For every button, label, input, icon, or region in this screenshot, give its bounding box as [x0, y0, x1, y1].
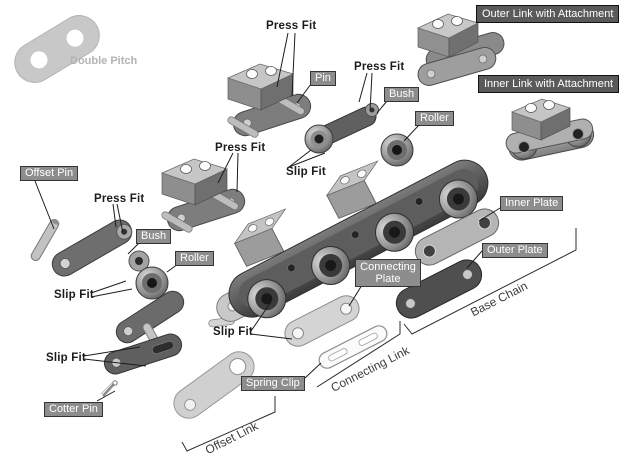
inner-plate-part — [414, 208, 500, 266]
bush-link-part-center — [304, 103, 379, 154]
inner-link-with-attachment-callout: Inner Link with Attachment — [478, 75, 620, 93]
outer-plate-part — [395, 259, 483, 319]
roller-part-center — [380, 133, 414, 167]
slip-fit-label-center-top: Slip Fit — [286, 166, 326, 178]
offset-pin-part — [30, 218, 60, 262]
slip-fit-label-center-bottom: Slip Fit — [213, 326, 253, 338]
bush-callout-right: Bush — [384, 87, 420, 102]
cranked-offset-link-part — [51, 219, 133, 277]
roller-callout-right: Roller — [415, 111, 454, 126]
inner-link-with-attachment-part — [505, 98, 595, 161]
press-fit-label-top: Press Fit — [266, 20, 317, 32]
double-pitch-plate — [14, 15, 100, 83]
press-fit-label-mid: Press Fit — [354, 61, 405, 73]
cotter-pin-part — [100, 380, 118, 397]
inner-plate-callout: Inner Plate — [500, 196, 564, 211]
outer-link-with-attachment-callout: Outer Link with Attachment — [476, 5, 620, 23]
leader-lines — [34, 32, 501, 402]
bush-part-left — [128, 250, 150, 272]
double-pitch-label: Double Pitch — [70, 55, 138, 67]
offset-pin-callout: Offset Pin — [20, 166, 79, 181]
offset-link-plate-part — [173, 351, 255, 419]
roller-part-left — [135, 266, 169, 300]
offset-link-clevis-part — [103, 290, 185, 375]
attachment-link-part-top-center — [226, 63, 312, 138]
press-fit-label-left: Press Fit — [94, 193, 145, 205]
chain-attachment-flange — [325, 160, 379, 219]
outer-plate-callout: Outer Plate — [482, 243, 548, 258]
cotter-pin-callout: Cotter Pin — [44, 402, 103, 417]
slip-fit-label-left-lower: Slip Fit — [46, 352, 86, 364]
pin-callout: Pin — [310, 71, 336, 86]
connecting-plate-callout: Connecting Plate — [355, 259, 421, 287]
group-brackets — [181, 228, 577, 452]
outer-link-with-attachment-part — [416, 13, 505, 86]
bush-callout-left: Bush — [136, 229, 172, 244]
press-fit-label-left-mid: Press Fit — [215, 142, 266, 154]
connecting-plate-part — [284, 295, 360, 347]
base-chain-part — [208, 159, 489, 328]
attachment-link-part-left — [160, 158, 249, 235]
slip-fit-label-left-upper: Slip Fit — [54, 289, 94, 301]
spring-clip-callout: Spring Clip — [241, 376, 305, 391]
chain-rollers — [247, 179, 478, 319]
roller-callout-left: Roller — [175, 251, 214, 266]
